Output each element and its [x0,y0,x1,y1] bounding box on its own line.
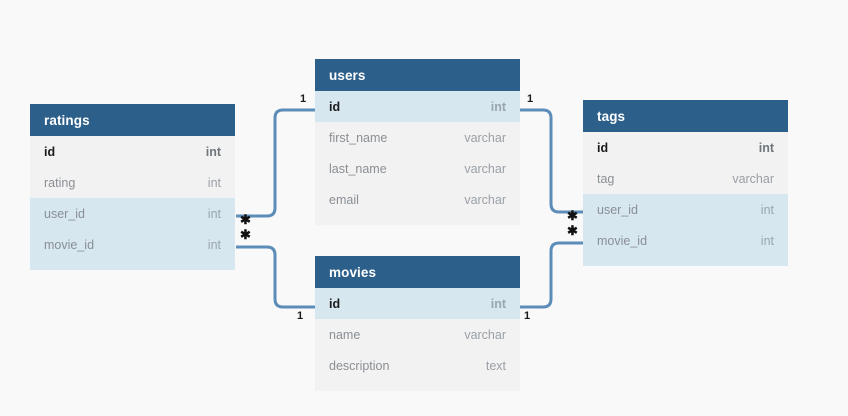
table-movies-row-id[interactable]: id int [315,288,520,319]
table-users-row-id[interactable]: id int [315,91,520,122]
table-movies-footer [315,381,520,391]
table-ratings-row-user-id[interactable]: user_id int [30,198,235,229]
table-ratings-title: ratings [30,104,235,136]
table-tags-row-id[interactable]: id int [583,132,788,163]
table-users-row-last-name[interactable]: last_name varchar [315,153,520,184]
column-type: int [207,206,221,221]
column-type: varchar [464,161,506,176]
cardinality-ratings-movies: ✱ [240,227,251,242]
link-users-tags [520,108,583,214]
column-name: user_id [44,206,85,221]
column-type: int [490,296,506,311]
column-name: first_name [329,130,388,145]
column-name: description [329,358,390,373]
table-users[interactable]: users id int first_name varchar last_nam… [315,59,520,225]
table-tags-title: tags [583,100,788,132]
column-type: varchar [464,130,506,145]
column-type: varchar [732,171,774,186]
table-ratings-row-movie-id[interactable]: movie_id int [30,229,235,260]
column-type: int [760,202,774,217]
cardinality-users-id-right: 1 [527,93,534,105]
column-name: id [597,140,609,155]
table-movies-title: movies [315,256,520,288]
column-type: int [758,140,774,155]
table-users-title: users [315,59,520,91]
link-movies-tags [520,241,583,309]
column-type: int [205,144,221,159]
column-type: text [485,358,506,373]
table-users-footer [315,215,520,225]
table-tags-footer [583,256,788,266]
column-name: name [329,327,361,342]
table-movies-row-description[interactable]: description text [315,350,520,381]
table-ratings[interactable]: ratings id int rating int user_id int mo… [30,104,235,270]
column-name: id [329,296,341,311]
column-type: int [760,233,774,248]
link-ratings-users [236,108,315,218]
column-type: varchar [464,192,506,207]
column-name: id [44,144,56,159]
link-ratings-movies [236,245,315,309]
column-name: rating [44,175,76,190]
table-tags[interactable]: tags id int tag varchar user_id int movi… [583,100,788,266]
table-movies[interactable]: movies id int name varchar description t… [315,256,520,391]
column-type: int [490,99,506,114]
column-type: varchar [464,327,506,342]
cardinality-users-id-left: 1 [300,93,307,105]
table-users-row-first-name[interactable]: first_name varchar [315,122,520,153]
column-name: id [329,99,341,114]
column-name: movie_id [44,237,95,252]
column-type: int [207,237,221,252]
table-ratings-footer [30,260,235,270]
column-name: user_id [597,202,638,217]
table-users-row-email[interactable]: email varchar [315,184,520,215]
table-tags-row-user-id[interactable]: user_id int [583,194,788,225]
cardinality-tags-user-id: ✱ [567,208,578,223]
table-ratings-row-id[interactable]: id int [30,136,235,167]
column-type: int [207,175,221,190]
column-name: movie_id [597,233,648,248]
table-ratings-row-rating[interactable]: rating int [30,167,235,198]
table-tags-row-movie-id[interactable]: movie_id int [583,225,788,256]
table-tags-row-tag[interactable]: tag varchar [583,163,788,194]
cardinality-ratings-users: ✱ [240,212,251,227]
cardinality-tags-movie-id: ✱ [567,223,578,238]
column-name: tag [597,171,615,186]
column-name: email [329,192,359,207]
cardinality-movies-id-left: 1 [297,310,304,322]
cardinality-movies-id-right: 1 [524,310,531,322]
table-movies-row-name[interactable]: name varchar [315,319,520,350]
column-name: last_name [329,161,387,176]
